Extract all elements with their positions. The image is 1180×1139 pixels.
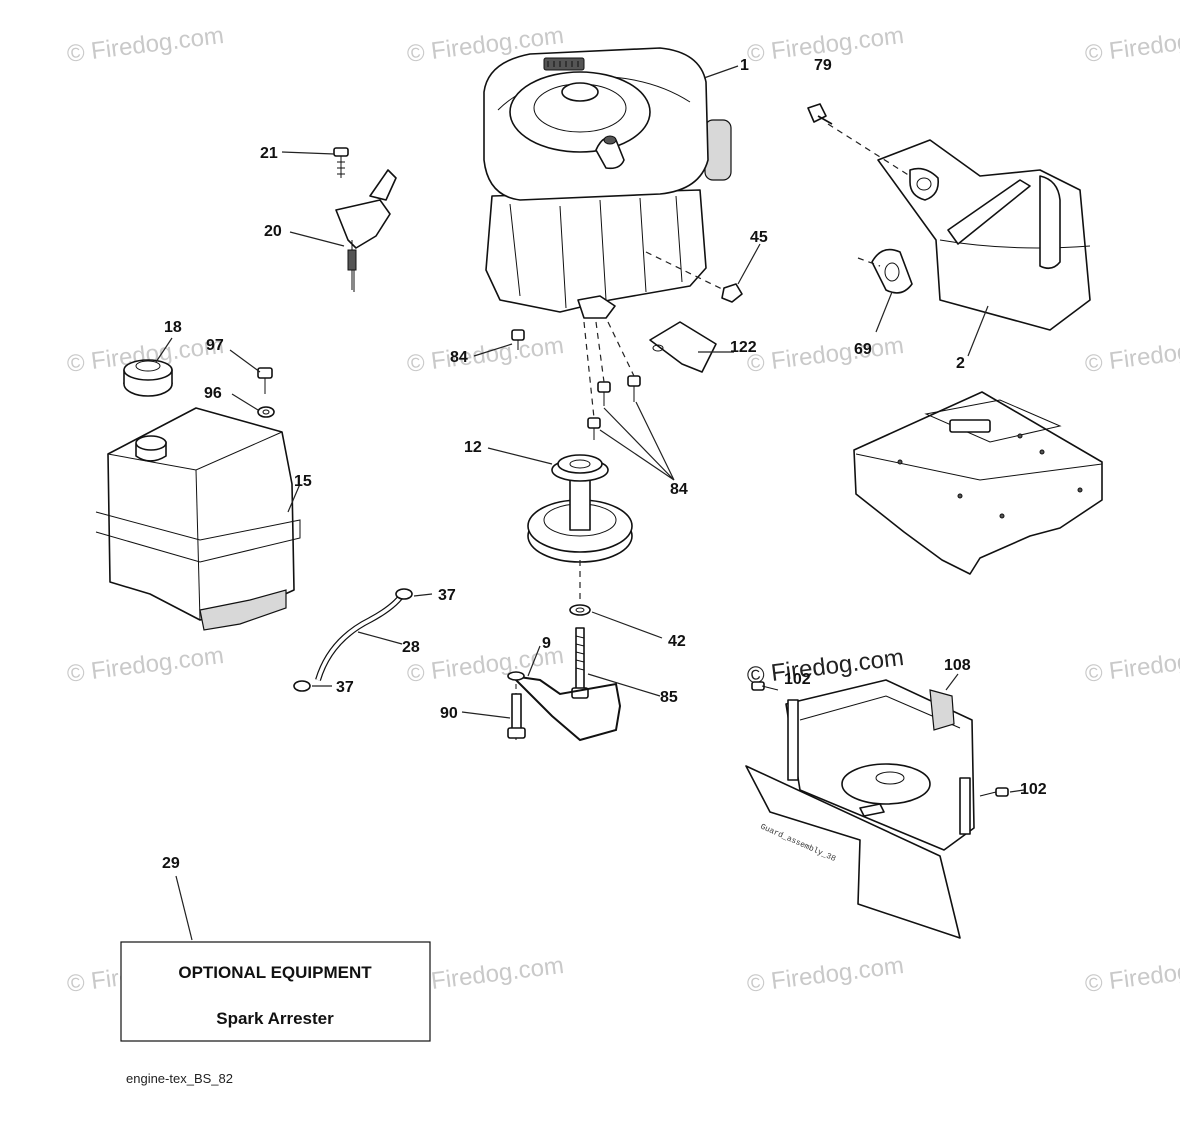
- watermark: © Firedog.com: [1083, 642, 1180, 688]
- callout-label: 96: [204, 385, 222, 402]
- screw-102-part: [751, 681, 779, 691]
- watermark: © Firedog.com: [65, 22, 225, 68]
- watermark: © Firedog.com: [1083, 22, 1180, 68]
- callout-label: 42: [668, 633, 686, 650]
- callout-label: 102: [784, 671, 811, 688]
- callout-label: 37: [438, 587, 456, 604]
- bolt-84-part: [587, 417, 601, 440]
- screw-21-part: [333, 147, 349, 178]
- belt-guide-part: [507, 671, 622, 742]
- engine-mount-plate-part: [853, 391, 1103, 575]
- leader-lines: [155, 65, 1025, 941]
- callout-label: 12: [464, 439, 482, 456]
- watermark: © Firedog.com: [745, 952, 905, 998]
- callout-label: 90: [440, 705, 458, 722]
- gasket-part: [871, 248, 913, 294]
- throttle-control-part: [335, 169, 397, 292]
- leader-79-line: [827, 123, 911, 177]
- screw-102-part: [979, 787, 1009, 797]
- bolt-84-centerline: [583, 321, 635, 419]
- callout-label: 122: [730, 339, 757, 356]
- callout-label: 37: [336, 679, 354, 696]
- leader-45-line: [645, 251, 725, 291]
- callout-label: 69: [854, 341, 872, 358]
- callout-label: 97: [206, 337, 224, 354]
- callout-label: 21: [260, 145, 278, 162]
- washer-42-part: [569, 604, 591, 616]
- hose-clamp-37-part: [395, 588, 413, 600]
- fuel-tank-part: [95, 407, 301, 631]
- callout-label: 102: [1020, 781, 1047, 798]
- leader-69-line: [857, 257, 881, 267]
- fuel-line-part: [315, 590, 407, 681]
- muffler-part: [877, 139, 1091, 331]
- callout-label: 108: [944, 657, 971, 674]
- heat-shield-part: [649, 321, 717, 373]
- callout-label: 79: [814, 57, 832, 74]
- callout-label: 1: [740, 57, 749, 74]
- callout-label: 84: [670, 481, 688, 498]
- callout-label: 84: [450, 349, 468, 366]
- watermark: © Firedog.com: [745, 332, 905, 378]
- callout-label: 18: [164, 319, 182, 336]
- hose-clamp-37-part: [293, 680, 311, 692]
- optional-equipment-title: OPTIONAL EQUIPMENT: [178, 963, 372, 982]
- bolt-84-part: [627, 375, 641, 402]
- bolt-84-part: [597, 381, 611, 406]
- callout-label: 2: [956, 355, 965, 372]
- washer-96-part: [257, 406, 275, 418]
- optional-equipment-item: Spark Arrester: [216, 1009, 334, 1028]
- watermark: © Firedog.com: [1083, 332, 1180, 378]
- bolt-79-part: [807, 103, 833, 125]
- callout-label: 45: [750, 229, 768, 246]
- bolt-84-part: [511, 329, 525, 350]
- engine-pulley-part: [527, 454, 633, 563]
- nut-45-part: [721, 283, 743, 303]
- callout-label: 28: [402, 639, 420, 656]
- optional-equipment-box: OPTIONAL EQUIPMENT Spark Arrester: [120, 941, 431, 1042]
- bolt-90-part: [507, 684, 526, 740]
- callout-label: 85: [660, 689, 678, 706]
- watermark: © Firedog.com: [1083, 952, 1180, 998]
- engine-part: [483, 47, 732, 319]
- callout-label: 15: [294, 473, 312, 490]
- watermark: © Firedog.com: [65, 642, 225, 688]
- bolt-85-part: [571, 627, 589, 699]
- callout-label: 20: [264, 223, 282, 240]
- fuel-cap-part: [123, 359, 173, 397]
- callout-layer: 1 79 21 20 45 18 97 84 122 69 2 96 12 84…: [162, 57, 1047, 872]
- callout-label: 29: [162, 855, 180, 872]
- diagram-id: engine-tex_BS_82: [126, 1071, 233, 1086]
- watermark: © Firedog.com: [405, 332, 565, 378]
- bolt-97-part: [257, 367, 273, 394]
- callout-label: 9: [542, 635, 551, 652]
- guard-assembly-part: Guard_assembly_38: [745, 679, 975, 939]
